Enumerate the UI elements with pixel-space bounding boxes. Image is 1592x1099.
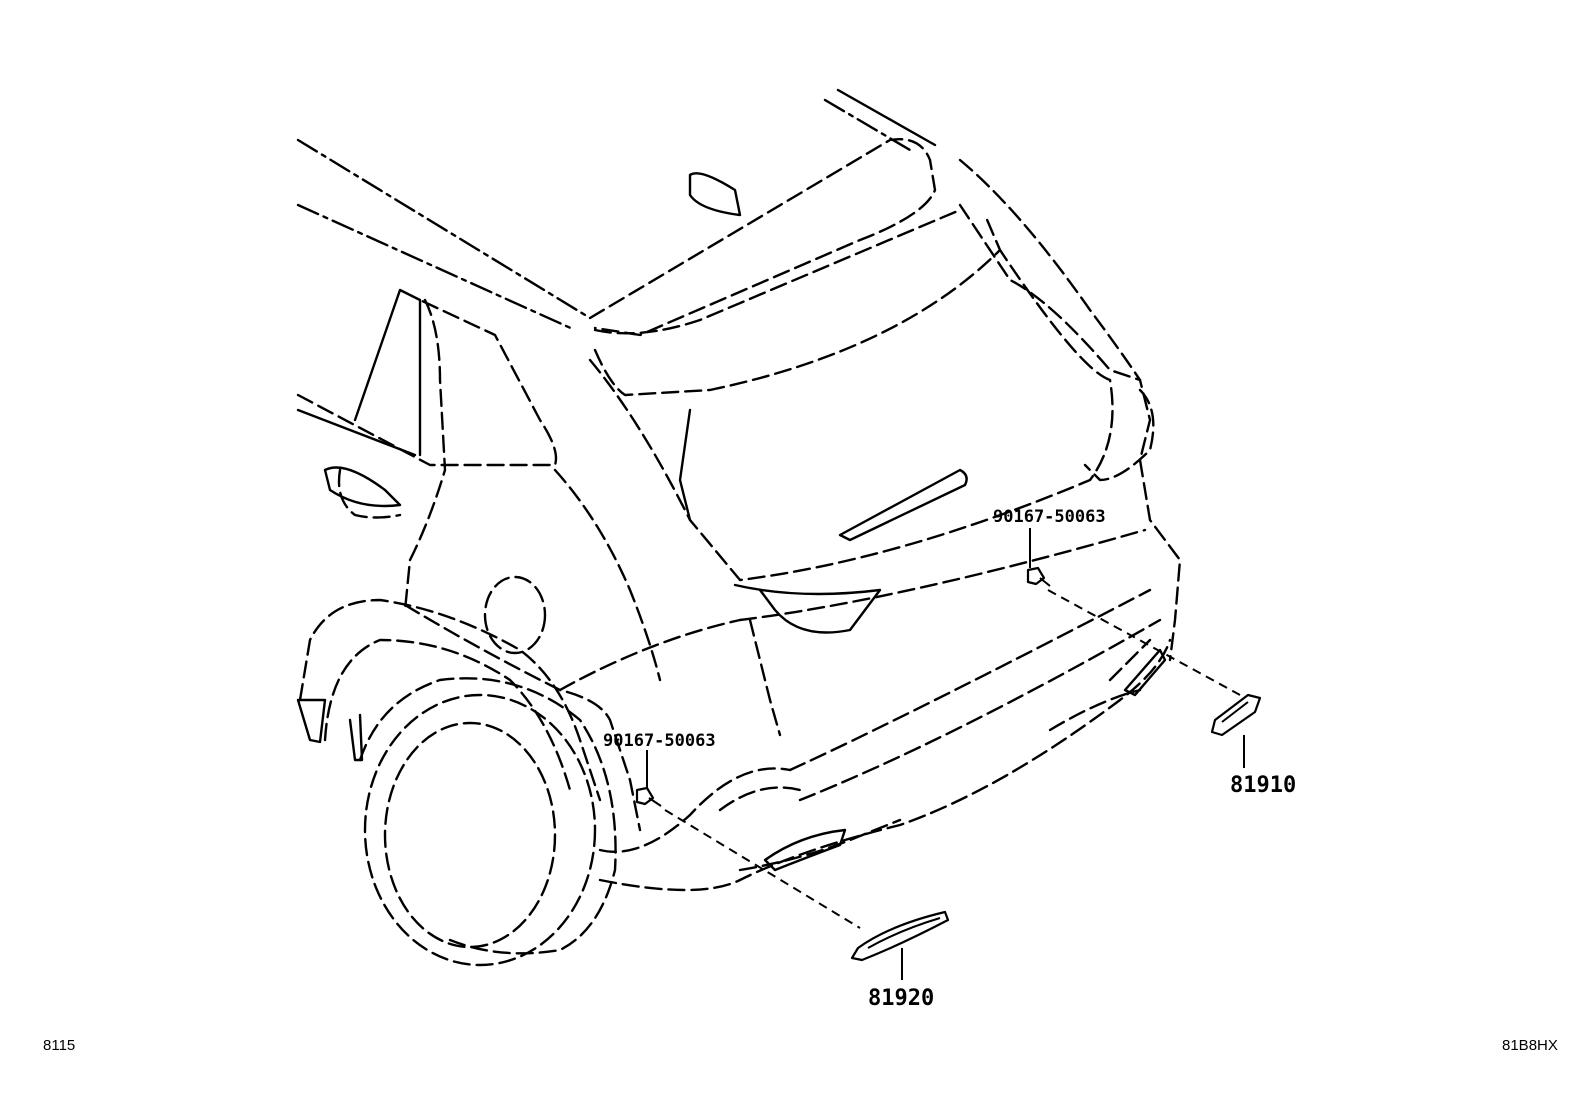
figure-number: 8115 (43, 1037, 76, 1054)
label-screw-upper: 90167-50063 (993, 507, 1106, 527)
screw-upper (1026, 528, 1241, 696)
reflector-right (1210, 693, 1262, 768)
screw-lower (635, 750, 861, 929)
label-reflector-right: 81910 (1230, 773, 1296, 798)
vehicle-rear-outline (296, 88, 1182, 967)
label-screw-lower: 90167-50063 (603, 731, 716, 751)
illustration-code: 81B8HX (1502, 1037, 1558, 1054)
label-reflector-left: 81920 (868, 986, 934, 1011)
reflector-left (850, 910, 950, 980)
